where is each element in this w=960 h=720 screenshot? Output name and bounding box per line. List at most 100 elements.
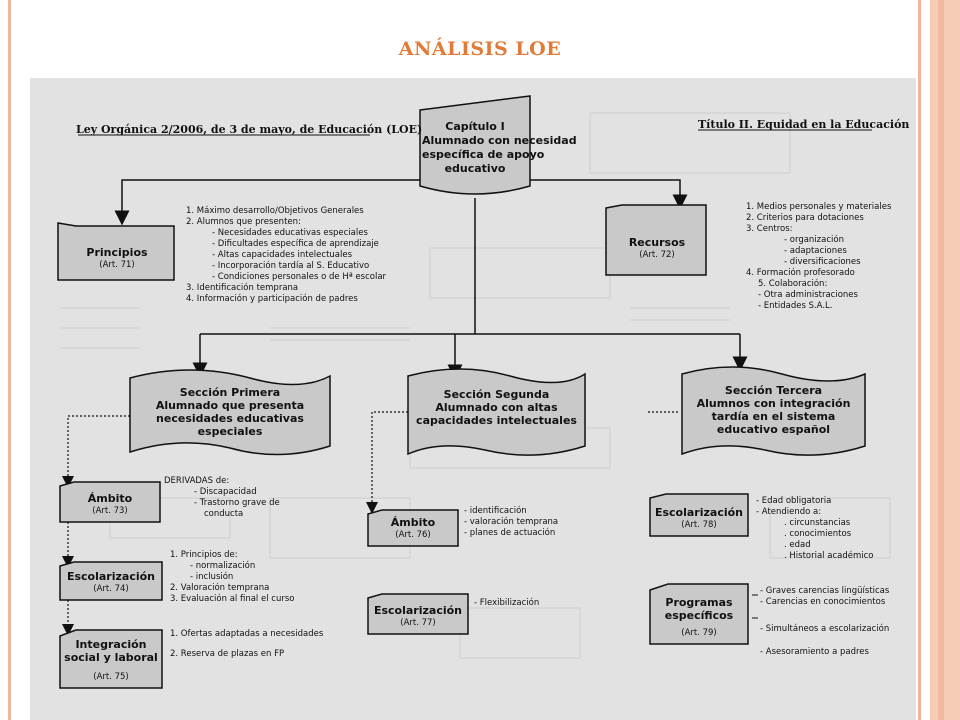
section3-banner: Sección Tercera Alumnos con integración … (682, 384, 865, 436)
recursos-item: - organización (784, 235, 844, 245)
section3-line1: Sección Tercera (724, 384, 823, 397)
scanned-diagram: Ley Orgánica 2/2006, de 3 de mayo, de Ed… (30, 78, 916, 720)
ambito2-list: - identificación - valoración temprana -… (464, 506, 558, 539)
escolarizacion3-art: (Art. 78) (681, 520, 717, 530)
ambito1-box-shape (59, 481, 161, 523)
programas-item: - Simultáneos a escolarización (760, 624, 890, 634)
escolarizacion3-item: - Atendiendo a: (756, 507, 822, 517)
escolarizacion3-item: . circunstancias (784, 518, 851, 528)
programas-line2: específicos (664, 609, 734, 622)
principios-title: Principios (86, 246, 148, 259)
ambito1-list: DERIVADAS de: - Discapacidad - Trastorno… (164, 476, 280, 520)
escolarizacion2-box-shape (367, 593, 469, 635)
escolarizacion1-item: - inclusión (190, 572, 234, 582)
principios-item: - Altas capacidades intelectuales (212, 250, 353, 260)
ambito1-item: - Trastorno grave de (194, 498, 280, 508)
escolarizacion3-title: Escolarización (654, 506, 744, 519)
ambito1-title: Ámbito (87, 492, 133, 505)
programas-item: - Asesoramiento a padres (760, 647, 869, 657)
section2-line2: Alumnado con altas (435, 401, 558, 414)
ambito1-item: - Discapacidad (194, 487, 257, 497)
escolarizacion3-item: - Edad obligatoria (756, 496, 832, 506)
principios-item: - Dificultades específica de aprendizaje (212, 239, 379, 249)
ambito2-item: - identificación (464, 506, 527, 516)
recursos-item: 4. Formación profesorado (746, 268, 855, 278)
escolarizacion3-box-shape (649, 493, 749, 537)
programas-box-shape (649, 583, 749, 645)
chapter-line4: educativo (444, 162, 506, 175)
escolarizacion1-list: 1. Principios de: - normalización - incl… (170, 550, 294, 605)
ambito2-item: - planes de actuación (464, 528, 556, 538)
section1-line4: especiales (197, 425, 263, 438)
principios-item: - Necesidades educativas especiales (212, 228, 368, 238)
escolarizacion3-item: . edad (784, 540, 811, 550)
recursos-item: - Entidades S.A.L. (758, 301, 833, 311)
programas-item: - Carencias en conocimientos (760, 597, 886, 607)
section1-line1: Sección Primera (179, 386, 281, 399)
recursos-item: - Otra administraciones (758, 290, 858, 300)
left-frame-line (8, 0, 11, 720)
programas-title: Programas específicos (650, 596, 748, 622)
recursos-item: 5. Colaboración: (758, 279, 828, 289)
escolarizacion2-title: Escolarización (373, 604, 463, 617)
header-title-ii: Título II. Equidad en la Educación (698, 118, 910, 131)
recursos-item: 3. Centros: (746, 224, 793, 234)
principios-item: 2. Alumnos que presenten: (186, 217, 301, 227)
principios-item: 3. Identificación temprana (186, 283, 299, 293)
principios-item: 1. Máximo desarrollo/Objetivos Generales (186, 206, 364, 216)
section2-line1: Sección Segunda (443, 388, 550, 401)
integracion-item: 1. Ofertas adaptadas a necesidades (170, 629, 324, 639)
recursos-title: Recursos (628, 236, 686, 249)
integracion-title: Integración social y laboral (60, 638, 162, 664)
principios-item: - Incorporación tardía al S. Educativo (212, 261, 370, 271)
escolarizacion1-item: 3. Evaluación al final el curso (170, 594, 295, 604)
recursos-item: 2. Criterios para dotaciones (746, 213, 864, 223)
principios-list: 1. Máximo desarrollo/Objetivos Generales… (186, 206, 386, 305)
ambito1-item: conducta (204, 509, 244, 519)
escolarizacion3-item: . conocimientos (784, 529, 852, 539)
escolarizacion3-item: . Historial académico (784, 551, 874, 561)
recursos-item: - diversificaciones (784, 257, 861, 267)
principios-art: (Art. 71) (99, 260, 135, 270)
integracion-box-shape (59, 629, 163, 689)
section1-line2: Alumnado que presenta (155, 399, 305, 412)
escolarizacion2-art: (Art. 77) (400, 618, 436, 628)
programas-item: - Graves carencias lingüísticas (760, 586, 890, 596)
section3-banner-shape (681, 366, 866, 456)
ambito2-title: Ámbito (390, 516, 436, 529)
recursos-item: 1. Medios personales y materiales (746, 202, 892, 212)
chapter-line2: Alumnado con necesidad (422, 134, 577, 147)
escolarizacion1-item: - normalización (190, 561, 256, 571)
chapter-banner-shape (419, 95, 531, 195)
escolarizacion1-art: (Art. 74) (93, 584, 129, 594)
section1-banner: Sección Primera Alumnado que presenta ne… (130, 386, 330, 438)
escolarizacion1-item: 2. Valoración temprana (170, 583, 270, 593)
principios-item: 4. Información y participación de padres (186, 294, 358, 304)
escolarizacion3-list: - Edad obligatoria - Atendiendo a: . cir… (756, 496, 873, 562)
section2-banner: Sección Segunda Alumnado con altas capac… (408, 388, 585, 427)
programas-line1: Programas (665, 596, 733, 609)
recursos-box-shape (605, 204, 707, 276)
integracion-line1: Integración (75, 638, 147, 651)
recursos-art: (Art. 72) (639, 250, 675, 260)
ambito2-box-shape (367, 509, 459, 547)
escolarizacion1-item: 1. Principios de: (170, 550, 238, 560)
ambito1-art: (Art. 73) (92, 506, 128, 516)
integracion-list: 1. Ofertas adaptadas a necesidades 2. Re… (170, 624, 323, 664)
section3-line2: Alumnos con integración (696, 397, 851, 410)
slide-title: ANÁLISIS LOE (398, 38, 562, 60)
escolarizacion2-item: - Flexibilización (474, 598, 540, 608)
section1-banner-shape (129, 369, 331, 456)
section2-banner-shape (407, 368, 586, 456)
ambito1-item: DERIVADAS de: (164, 476, 230, 486)
decorative-side-strip (930, 0, 960, 720)
escolarizacion1-box-shape (59, 561, 163, 601)
recursos-list: 1. Medios personales y materiales 2. Cri… (746, 202, 891, 312)
chapter-banner: Capítulo I Alumnado con necesidad especí… (422, 120, 577, 176)
chapter-line1: Capítulo I (445, 120, 505, 133)
integracion-art: (Art. 75) (93, 672, 129, 682)
programas-art: (Art. 79) (681, 628, 717, 638)
section1-line3: necesidades educativas (156, 412, 304, 425)
section3-line4: educativo español (716, 423, 831, 436)
integracion-line2: social y laboral (64, 651, 158, 664)
